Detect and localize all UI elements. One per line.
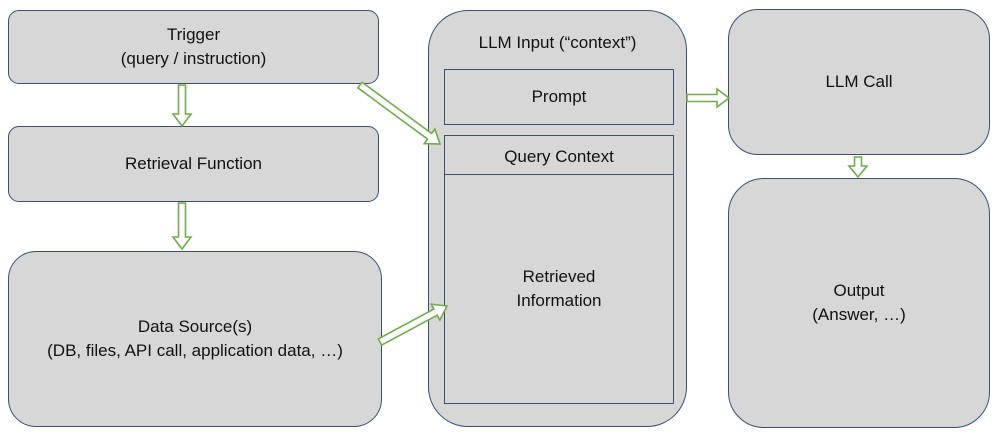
retrieved-information-line1: Retrieved — [522, 267, 596, 286]
node-llm-call: LLM Call — [728, 9, 990, 155]
llm-call-label: LLM Call — [825, 72, 893, 91]
node-trigger: Trigger (query / instruction) — [8, 10, 379, 84]
retrieval-function-label: Retrieval Function — [124, 154, 262, 173]
node-retrieval-function: Retrieval Function — [8, 126, 379, 202]
arrow-retrieval-to-data-sources-icon — [171, 202, 193, 251]
output-title: Output — [833, 281, 885, 300]
data-sources-subtitle: (DB, files, API call, application data, … — [47, 341, 343, 360]
node-prompt: Prompt — [444, 69, 674, 125]
retrieved-information-line2: Information — [516, 291, 602, 310]
node-retrieved-information: Retrieved Information — [444, 174, 674, 404]
node-query-context: Query Context — [444, 135, 674, 178]
data-sources-title: Data Source(s) — [137, 317, 253, 336]
arrow-trigger-to-retrieval-icon — [171, 84, 193, 128]
arrow-llm-input-to-llm-call-icon — [686, 87, 731, 109]
llm-input-title: LLM Input (“context”) — [478, 33, 637, 52]
trigger-title: Trigger — [166, 25, 221, 44]
query-context-label: Query Context — [504, 146, 614, 166]
node-llm-input-container: LLM Input (“context”) Prompt Query Conte… — [428, 10, 687, 427]
prompt-label: Prompt — [531, 87, 587, 106]
node-data-sources: Data Source(s) (DB, files, API call, app… — [8, 251, 382, 427]
trigger-subtitle: (query / instruction) — [120, 49, 267, 68]
node-output: Output (Answer, …) — [728, 178, 990, 428]
output-subtitle: (Answer, …) — [812, 305, 906, 324]
arrow-llm-call-to-output-icon — [847, 156, 869, 179]
